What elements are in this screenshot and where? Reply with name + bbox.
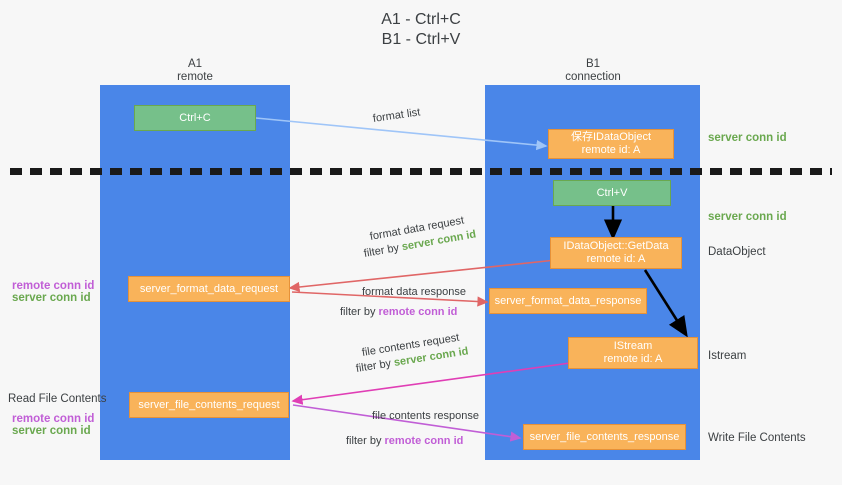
node-server-file-contents-request[interactable]: server_file_contents_request [129,392,289,418]
column-header-a1: A1 remote [130,58,260,84]
side-label-server-conn-id-mid: server conn id [708,211,787,223]
edge-label-format-list: format list [372,106,422,125]
column-header-b1: B1 connection [528,58,658,84]
node-save-idataobject-line1: 保存IDataObject [570,131,652,143]
side-label-dataobject: DataObject [708,246,766,258]
node-getdata-line1: IDataObject::GetData [563,240,669,252]
node-ctrl-c-label: Ctrl+C [179,111,211,124]
column-a1-sub: remote [177,71,213,83]
node-server-format-data-request-label: server_format_data_request [139,282,279,295]
edge-label-filter-remote-2: filter by remote conn id [346,434,463,448]
filter-by-text-1: filter by [362,241,403,260]
node-istream-line1: IStream [613,340,653,352]
edge-label-filter-remote-1: filter by remote conn id [340,305,457,319]
side-label-server-conn-id-2: server conn id [12,425,91,437]
remote-conn-id-text-2: remote conn id [384,435,464,447]
node-server-format-data-response[interactable]: server_format_data_response [489,288,647,314]
side-label-write-file-contents: Write File Contents [708,432,806,444]
side-label-istream: Istream [708,350,747,362]
column-a1-name: A1 [187,58,203,70]
node-server-format-data-request[interactable]: server_format_data_request [128,276,290,302]
edge-label-format-data-response: format data response [362,286,466,298]
title-line-2: B1 - Ctrl+V [381,31,461,48]
node-server-file-contents-request-label: server_file_contents_request [138,398,280,411]
node-getdata-line2: remote id: A [586,253,646,265]
node-istream-line2: remote id: A [603,353,663,365]
node-ctrl-v[interactable]: Ctrl+V [553,180,671,206]
remote-conn-id-text-1: remote conn id [378,306,458,318]
edge-label-file-contents-response: file contents response [372,410,480,422]
column-b1-sub: connection [565,71,621,83]
filter-by-text-3: filter by [355,357,395,375]
node-save-idataobject-line2: remote id: A [581,144,641,156]
title-line-1: A1 - Ctrl+C [381,11,461,28]
dashed-divider [10,168,832,175]
side-label-server-conn-id-top: server conn id [708,132,787,144]
node-server-format-data-response-label: server_format_data_response [494,294,642,307]
node-ctrl-c[interactable]: Ctrl+C [134,105,256,131]
side-label-remote-conn-id-1: remote conn id [12,280,95,292]
filter-by-text-2: filter by [340,306,379,318]
node-istream[interactable]: IStream remote id: A [568,337,698,369]
side-label-read-file-contents: Read File Contents [8,393,107,405]
node-ctrl-v-label: Ctrl+V [596,186,628,199]
filter-by-text-4: filter by [346,435,385,447]
node-save-idataobject[interactable]: 保存IDataObject remote id: A [548,129,674,159]
column-b1-name: B1 [585,58,601,70]
node-server-file-contents-response-label: server_file_contents_response [529,430,680,443]
node-idataobject-getdata[interactable]: IDataObject::GetData remote id: A [550,237,682,269]
side-label-remote-conn-id-2: remote conn id [12,413,95,425]
side-label-server-conn-id-1: server conn id [12,292,91,304]
diagram-title: A1 - Ctrl+C B1 - Ctrl+V [0,10,842,50]
node-server-file-contents-response[interactable]: server_file_contents_response [523,424,686,450]
